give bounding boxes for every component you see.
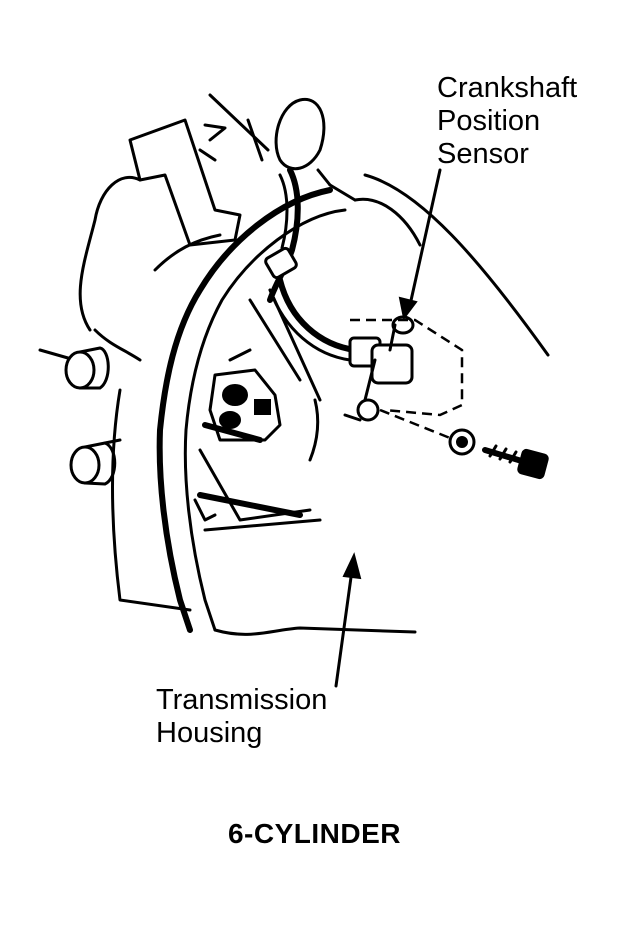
crankshaft-sensor <box>348 315 415 422</box>
housing-leader-arrow <box>334 552 362 688</box>
mounting-bolt <box>448 428 549 480</box>
sensor-outline-dashed <box>350 318 464 442</box>
sensor-wiring <box>264 167 358 362</box>
sensor-label-line-1: Crankshaft <box>437 72 578 104</box>
transmission-housing-label: Transmission Housing <box>156 684 327 750</box>
crankshaft-sensor-label: Crankshaft Position Sensor <box>437 72 577 171</box>
housing-label-line-2: Housing <box>156 717 263 749</box>
dowel-pins <box>38 346 122 486</box>
sensor-leader-arrow <box>398 168 442 321</box>
transmission-housing <box>111 187 422 636</box>
engine-block <box>78 93 550 362</box>
mounting-bracket <box>202 368 282 443</box>
diagram-caption: 6-CYLINDER <box>227 818 401 849</box>
housing-label-line-1: Transmission <box>156 684 328 716</box>
sensor-label-line-2: Position <box>437 105 541 137</box>
sensor-label-line-3: Sensor <box>437 138 529 170</box>
